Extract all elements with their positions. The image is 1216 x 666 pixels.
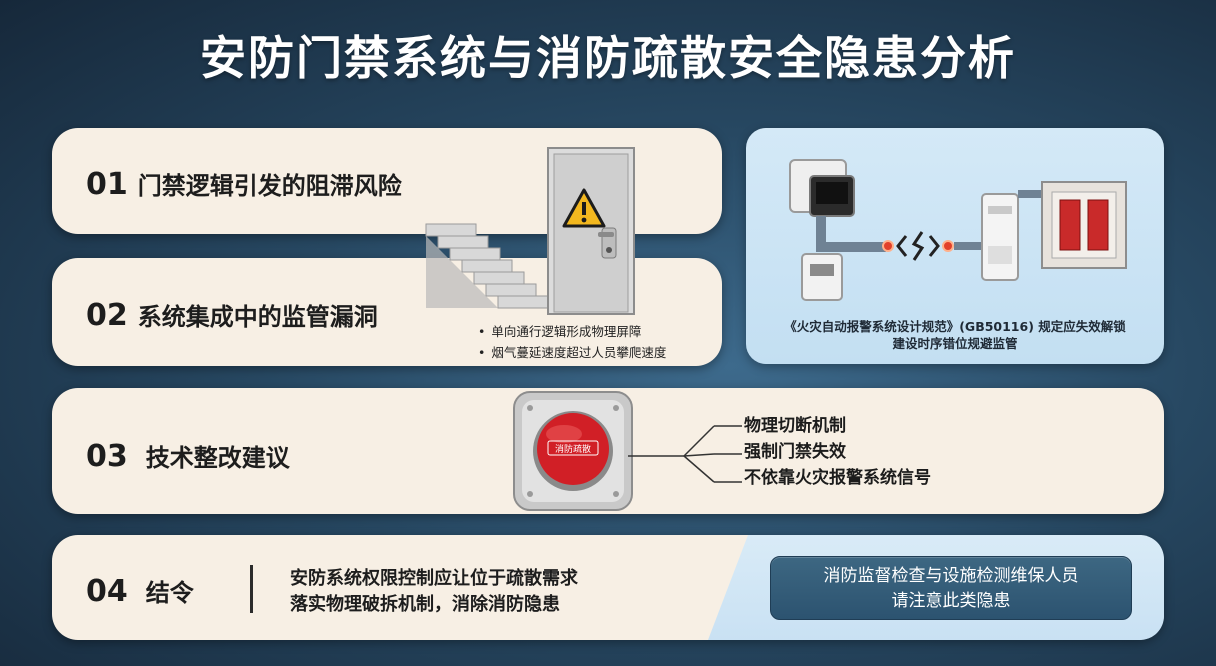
section-label: 结令 <box>145 579 194 607</box>
caption-line: 建设时序错位规避监管 <box>892 336 1018 351</box>
section-number: 04 <box>86 574 128 609</box>
warning-triangle-icon <box>562 188 606 228</box>
risk-bullet-list: 单向通行逻辑形成物理屏障 烟气蔓延速度超过人员攀爬速度 <box>478 321 666 363</box>
section-label: 技术整改建议 <box>145 444 290 472</box>
notice-box: 消防监督检查与设施检测维保人员 请注意此类隐患 <box>770 556 1132 620</box>
section-label: 系统集成中的监管漏洞 <box>137 303 378 331</box>
access-control-icon <box>789 159 1127 301</box>
emergency-button-icon: 消防疏散 <box>513 391 633 511</box>
regulation-caption: 《火灾自动报警系统设计规范》(GB50116) 规定应失效解锁 建设时序错位规避… <box>746 318 1164 352</box>
page-title: 安防门禁系统与消防疏散安全隐患分析 <box>200 31 1016 85</box>
list-item: 烟气蔓延速度超过人员攀爬速度 <box>478 342 666 363</box>
section-heading-03: 03 技术整改建议 <box>86 438 290 474</box>
conclusion-line: 落实物理破拆机制，消除消防隐患 <box>290 594 560 615</box>
regulation-info-card: 《火灾自动报警系统设计规范》(GB50116) 规定应失效解锁 建设时序错位规避… <box>746 128 1164 364</box>
recommendation-connector <box>628 425 742 483</box>
list-item: 不依靠火灾报警系统信号 <box>744 468 931 488</box>
caption-line: 《火灾自动报警系统设计规范》(GB50116) 规定应失效解锁 <box>784 319 1126 334</box>
recommendation-list: 物理切断机制 强制门禁失效 不依靠火灾报警系统信号 <box>744 413 931 491</box>
section-label: 门禁逻辑引发的阻滞风险 <box>137 172 402 200</box>
list-item: 强制门禁失效 <box>744 442 846 462</box>
list-item: 物理切断机制 <box>744 416 846 436</box>
list-item: 单向通行逻辑形成物理屏障 <box>478 321 666 342</box>
stairs-icon <box>425 223 549 309</box>
notice-line: 请注意此类隐患 <box>891 591 1011 611</box>
notice-line: 消防监督检查与设施检测维保人员 <box>823 566 1079 586</box>
section-heading-01: 01 门禁逻辑引发的阻滞风险 <box>86 166 402 202</box>
conclusion-text: 安防系统权限控制应让位于疏散需求 落实物理破拆机制，消除消防隐患 <box>290 566 578 618</box>
door-icon <box>547 147 635 315</box>
section-heading-04: 04 结令 <box>86 573 194 609</box>
section-number: 02 <box>86 298 128 333</box>
section-number: 01 <box>86 167 128 202</box>
section-number: 03 <box>86 439 128 474</box>
conclusion-line: 安防系统权限控制应让位于疏散需求 <box>290 568 578 589</box>
divider <box>250 565 253 613</box>
section-heading-02: 02 系统集成中的监管漏洞 <box>86 297 378 333</box>
emergency-button-text: 消防疏散 <box>555 443 591 455</box>
signal-break-icon <box>896 231 940 261</box>
